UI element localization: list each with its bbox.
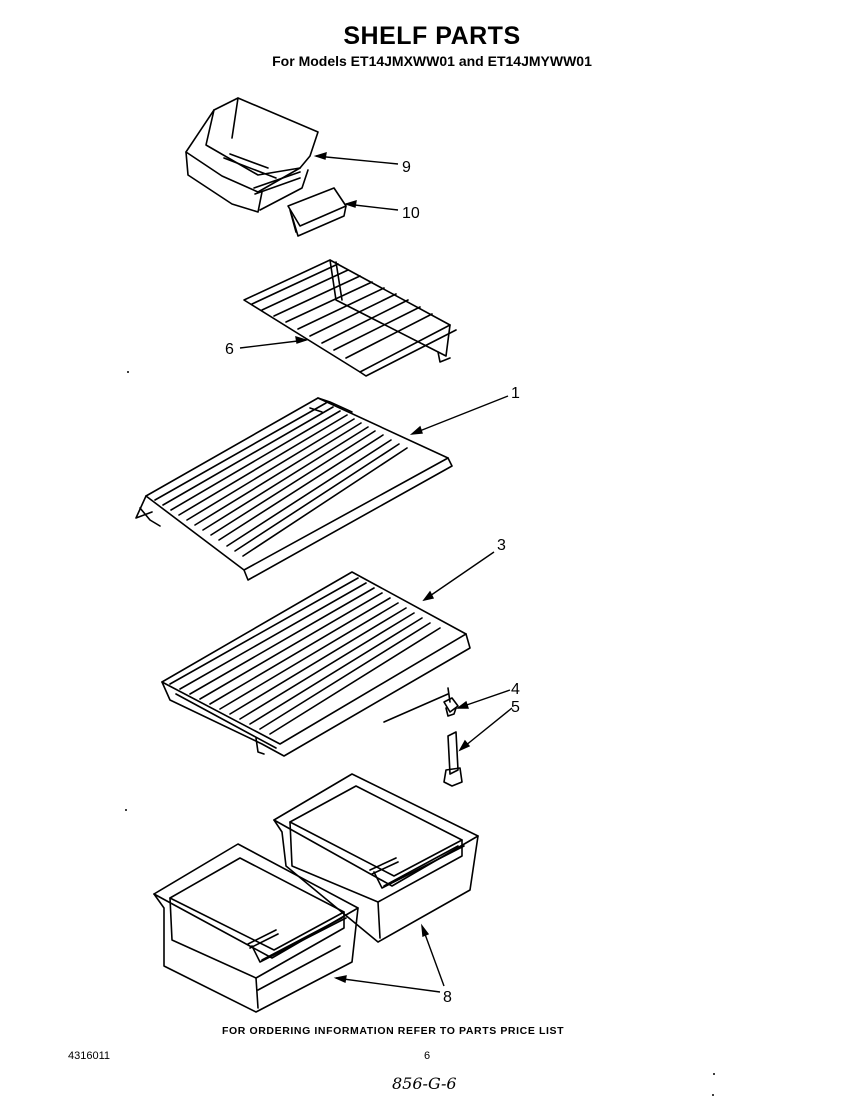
scan-specks	[125, 371, 715, 1096]
model-subtitle: For Models ET14JMXWW01 and ET14JMYWW01	[272, 53, 592, 69]
page-title: SHELF PARTS	[343, 22, 521, 50]
callout-8: 8	[443, 989, 452, 1006]
page-number: 6	[424, 1050, 431, 1062]
part-9-dairy-bin	[185, 97, 319, 213]
arrowhead-9	[313, 152, 327, 160]
part-3-crisper-cover	[161, 571, 471, 757]
arrowhead-5	[458, 739, 471, 752]
arrowhead-6	[295, 336, 309, 344]
leader-line-8b	[421, 925, 445, 987]
arrowhead-4	[455, 700, 469, 709]
callout-10: 10	[402, 205, 420, 222]
arrowhead-10	[343, 200, 357, 208]
document-number: 4316011	[68, 1050, 111, 1062]
arrowhead-8a	[333, 975, 347, 984]
callout-9: 9	[402, 159, 411, 176]
ordering-info-note: FOR ORDERING INFORMATION REFER TO PARTS …	[222, 1025, 565, 1037]
part-8-crisper-drawer-left	[153, 843, 359, 1013]
leader-line-8a	[335, 977, 441, 993]
part-10-retainer	[287, 187, 347, 237]
part-5-support-post	[443, 731, 463, 787]
arrowhead-1	[409, 425, 423, 435]
part-4-support-cap	[443, 697, 459, 717]
callout-5: 5	[511, 699, 520, 716]
callout-6: 6	[225, 341, 234, 358]
callout-1: 1	[511, 385, 520, 402]
part-8-crisper-drawer-right	[273, 773, 479, 943]
part-6-wire-shelf	[243, 259, 457, 377]
part-1-wire-shelf	[135, 397, 453, 581]
arrowhead-3	[422, 590, 435, 602]
handwritten-code: 856-G-6	[392, 1074, 457, 1093]
leader-line-1	[411, 395, 509, 435]
leader-line-3	[423, 551, 495, 601]
callout-4: 4	[511, 681, 520, 698]
leader-line-9	[315, 155, 399, 165]
arrowhead-8b	[421, 923, 430, 937]
callout-3: 3	[497, 537, 506, 554]
leader-line-5	[459, 707, 513, 751]
leader-line-6	[239, 339, 307, 349]
